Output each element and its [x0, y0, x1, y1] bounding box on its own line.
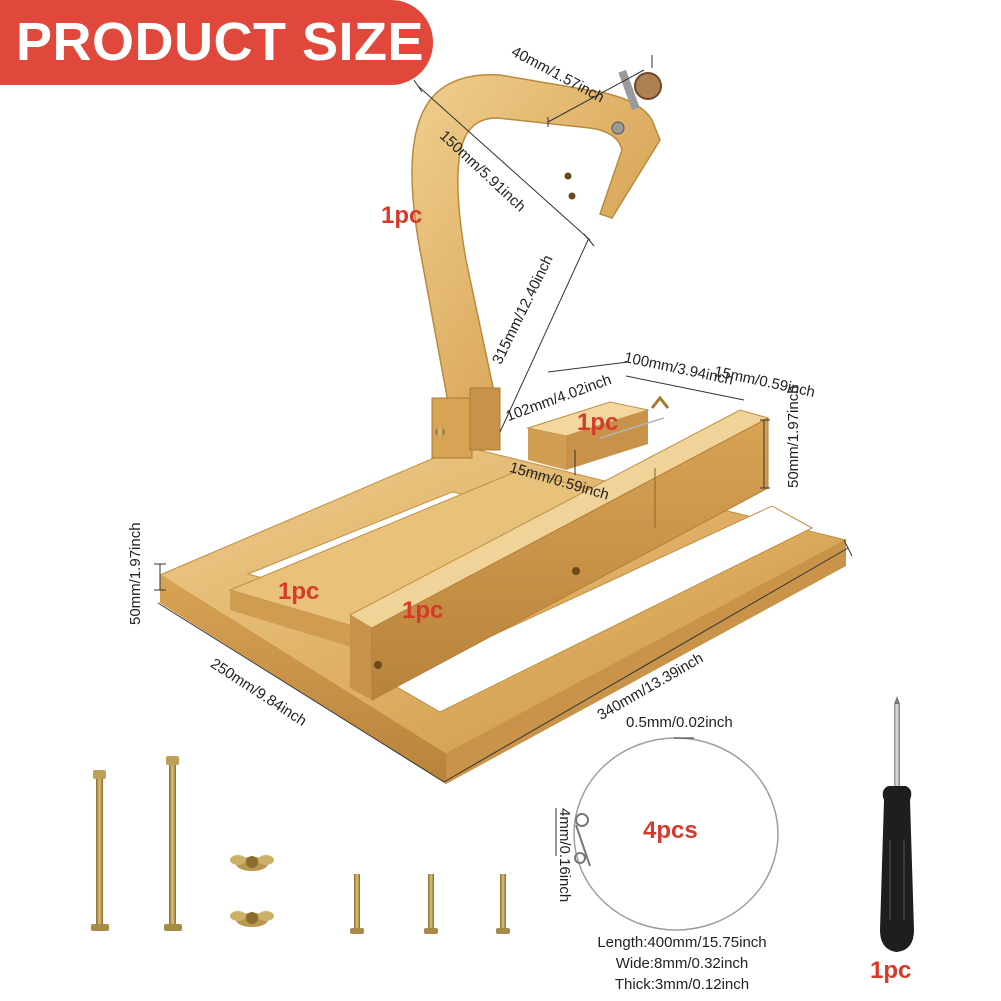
short-screw-2: [424, 874, 438, 934]
label-wire-diameter: 0.5mm/0.02inch: [626, 714, 733, 731]
screwdriver-icon: [880, 696, 914, 952]
wire-spec-block: Length:400mm/15.75inch Wide:8mm/0.32inch…: [574, 932, 790, 995]
long-bolt-1: [91, 770, 109, 931]
cutting-wire: [555, 737, 779, 931]
wing-nut-1: [230, 855, 274, 871]
hardware-set: [91, 756, 510, 934]
long-bolt-2: [164, 756, 182, 931]
qty-screwdriver: 1pc: [870, 957, 912, 984]
qty-block: 1pc: [577, 409, 619, 436]
pusher-block: [526, 395, 670, 470]
wire-spec-wide: Wide:8mm/0.32inch: [615, 955, 749, 972]
short-screw-1: [350, 874, 364, 934]
wire-spec-thick: Thick:3mm/0.12inch: [614, 976, 750, 993]
qty-arm: 1pc: [381, 202, 423, 229]
qty-wires: 4pcs: [643, 817, 698, 844]
label-base-height: 50mm/1.97inch: [127, 522, 144, 625]
wire-spec-length: Length:400mm/15.75inch: [597, 934, 767, 951]
wing-nut-2: [230, 911, 274, 927]
qty-fence: 1pc: [402, 597, 444, 624]
short-screw-3: [496, 874, 510, 934]
banner-title: PRODUCT SIZE: [16, 12, 425, 72]
label-fence-height: 50mm/1.97inch: [785, 385, 802, 488]
dimension-lines: [154, 55, 853, 783]
qty-base-left: 1pc: [278, 578, 320, 605]
product-size-banner: PRODUCT SIZE: [0, 0, 433, 85]
c-arm: [411, 69, 662, 459]
label-wire-ring: 4mm/0.16inch: [556, 808, 573, 903]
fence: [348, 409, 770, 701]
